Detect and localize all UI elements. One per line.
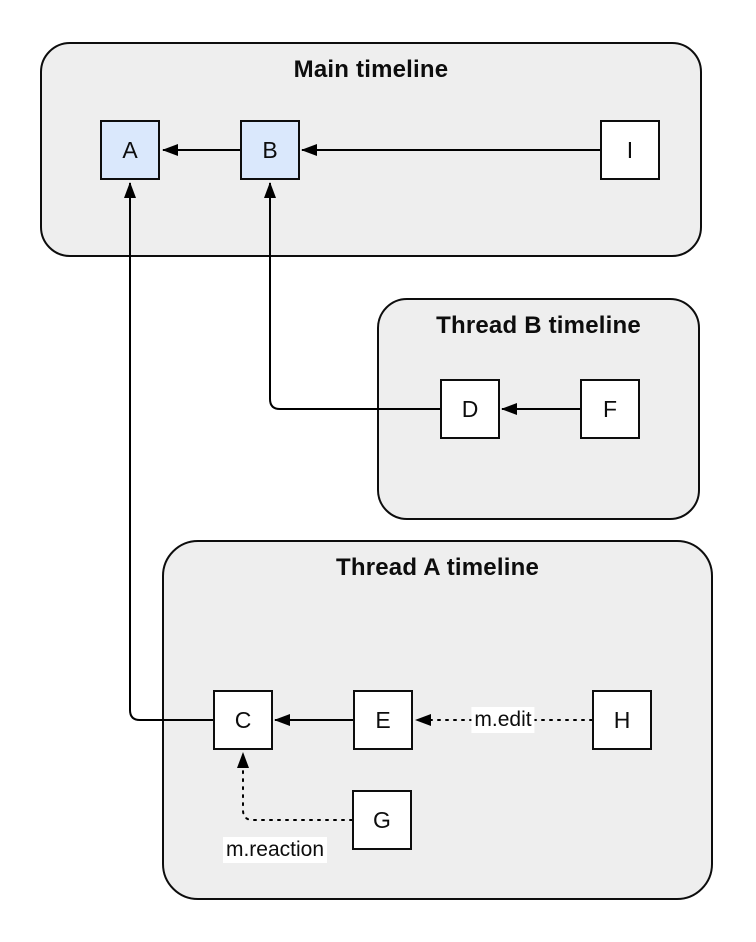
node-label: D	[461, 395, 479, 422]
node-b: B	[240, 120, 300, 180]
node-label: I	[626, 136, 634, 163]
edge-label-m-reaction: m.reaction	[222, 837, 328, 863]
node-label: H	[613, 706, 631, 733]
container-title: Main timeline	[293, 56, 449, 83]
node-c: C	[213, 690, 273, 750]
node-d: D	[440, 379, 500, 439]
node-g: G	[352, 790, 412, 850]
node-label: A	[122, 136, 138, 163]
node-label: F	[602, 395, 618, 422]
node-a: A	[100, 120, 160, 180]
node-e: E	[353, 690, 413, 750]
node-h: H	[592, 690, 652, 750]
node-label: E	[375, 706, 391, 733]
node-label: B	[262, 136, 278, 163]
node-i: I	[600, 120, 660, 180]
node-f: F	[580, 379, 640, 439]
node-label: C	[234, 706, 252, 733]
edge-label-m-edit: m.edit	[471, 707, 535, 733]
container-title: Thread B timeline	[436, 312, 641, 339]
container-thread-b-timeline: Thread B timeline	[377, 298, 700, 520]
container-title: Thread A timeline	[336, 554, 539, 581]
node-label: G	[373, 806, 391, 833]
